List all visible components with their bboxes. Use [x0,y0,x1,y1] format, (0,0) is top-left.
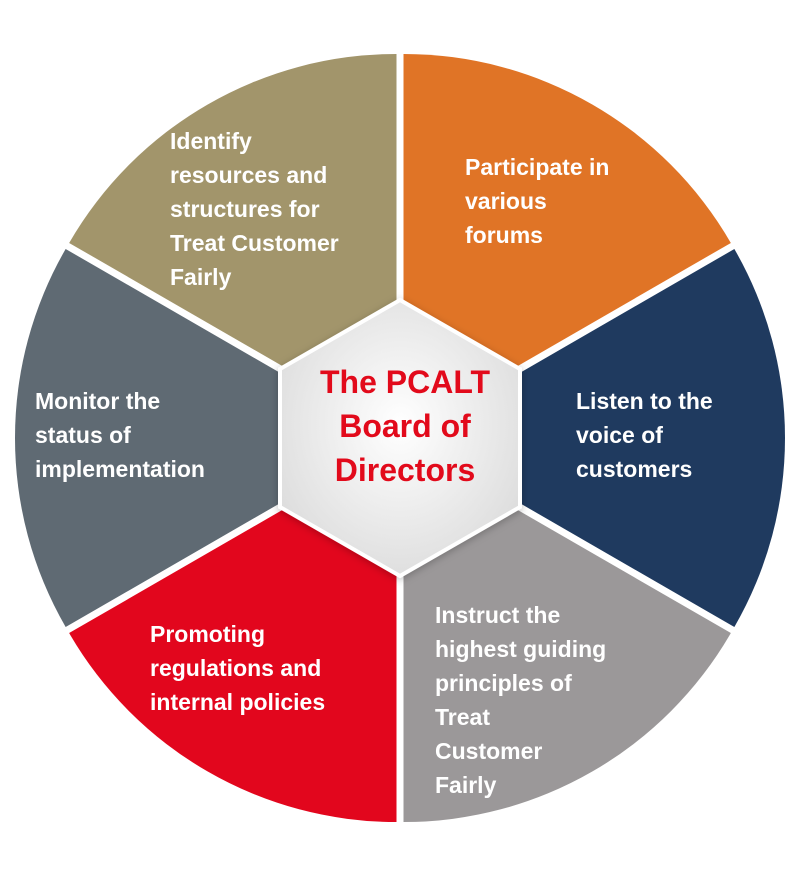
segment-label-left: Monitor the status of implementation [35,388,205,482]
segment-bottom-right [403,444,731,823]
segment-label-bottom-right: Instruct the highest guiding principles … [435,602,607,798]
segment-label-top-left: Identify resources and structures for Tr… [170,128,339,290]
segment-right [407,249,785,627]
segment-top-left [69,53,397,432]
segment-label-bottom-left: Promoting regulations and internal polic… [150,621,326,715]
segment-left [14,249,393,627]
center-hexagon [278,297,522,579]
segment-label-right: Listen to the voice of customers [576,388,713,482]
segment-bottom-left [69,444,397,823]
center-title: The PCALT Board of Directors [319,364,491,488]
segment-label-top-right: Participate in various forums [465,154,610,248]
segment-top-right [403,53,731,432]
